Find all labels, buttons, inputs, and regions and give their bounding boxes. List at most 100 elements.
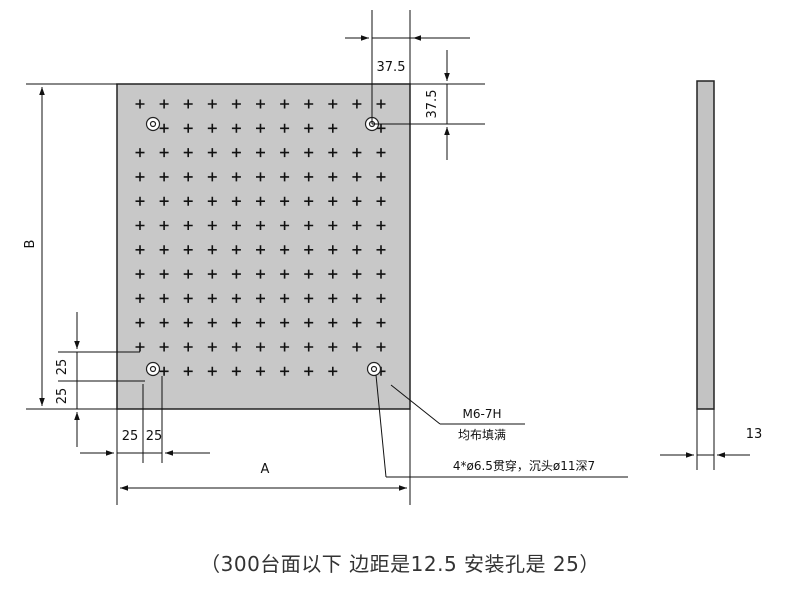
threaded-hole-mark [159, 148, 169, 158]
mounting-hole-top-left [145, 116, 161, 132]
threaded-hole-mark [304, 318, 314, 328]
dimension-top-x [345, 10, 470, 124]
threaded-hole-mark [304, 366, 314, 376]
threaded-hole-mark [280, 293, 290, 303]
threaded-hole-mark [207, 269, 217, 279]
threaded-hole-mark [183, 245, 193, 255]
threaded-hole-mark [280, 221, 290, 230]
threaded-hole-mark [328, 318, 338, 328]
threaded-hole-mark [304, 269, 314, 279]
threaded-hole-mark [207, 221, 217, 230]
mounting-hole-leader [375, 374, 628, 478]
threaded-hole-mark [207, 245, 217, 255]
threaded-hole-mark [183, 366, 193, 376]
threaded-hole-mark [376, 196, 386, 206]
threaded-hole-mark [328, 196, 338, 206]
thickness-label: 13 [746, 427, 763, 442]
width-label: A [261, 462, 270, 477]
threaded-hole-mark [352, 318, 362, 328]
threaded-hole-mark [376, 148, 386, 158]
threaded-hole-mark [231, 196, 241, 206]
threaded-hole-mark [135, 318, 145, 328]
threaded-hole-mark [256, 366, 265, 376]
threaded-hole-mark [256, 342, 265, 352]
threaded-hole-mark [376, 221, 386, 230]
threaded-hole-mark [159, 318, 169, 328]
threaded-hole-mark [135, 148, 145, 158]
threaded-hole-mark [280, 318, 290, 328]
threaded-hole-mark [352, 293, 362, 303]
threaded-hole-mark [183, 293, 193, 303]
threaded-hole-mark [231, 221, 241, 230]
threaded-hole-mark [256, 318, 265, 328]
threaded-hole-mark [352, 269, 362, 279]
threaded-hole-mark [256, 269, 265, 279]
threaded-hole-mark [280, 245, 290, 255]
threaded-hole-mark [135, 99, 145, 109]
threaded-hole-mark [159, 342, 169, 352]
threaded-hole-mark [376, 318, 386, 328]
threaded-hole-mark [159, 293, 169, 303]
threaded-hole-mark [280, 148, 290, 158]
threaded-hole-mark [376, 245, 386, 255]
threaded-hole-mark [159, 196, 169, 206]
threaded-hole-mark [352, 172, 362, 182]
mounting-hole-bottom-right [366, 361, 382, 377]
threaded-hole-mark [304, 221, 314, 230]
threaded-hole-mark [231, 172, 241, 182]
threaded-hole-mark [376, 342, 386, 352]
thread-fill-label: 均布填满 [458, 428, 506, 442]
threaded-hole-mark [135, 196, 145, 206]
threaded-hole-mark [280, 269, 290, 279]
threaded-hole-mark [256, 245, 265, 255]
threaded-hole-mark [231, 293, 241, 303]
threaded-hole-mark [135, 293, 145, 303]
threaded-hole-mark [328, 366, 338, 376]
threaded-hole-mark [304, 245, 314, 255]
threaded-hole-mark [183, 196, 193, 206]
threaded-hole-mark [183, 148, 193, 158]
threaded-hole-mark [159, 245, 169, 255]
threaded-hole-mark [207, 318, 217, 328]
bottom-y-outer-label: 25 [55, 388, 70, 405]
threaded-hole-mark [304, 123, 314, 133]
threaded-hole-mark [304, 293, 314, 303]
mounting-hole-spec-label: 4*ø6.5贯穿，沉头ø11深7 [453, 458, 595, 473]
bottom-y-inner-label: 25 [55, 359, 70, 376]
threaded-hole-mark [328, 148, 338, 158]
threaded-hole-mark [207, 123, 217, 133]
threaded-hole-mark [231, 366, 241, 376]
threaded-hole-mark [280, 99, 290, 109]
threaded-hole-mark [135, 245, 145, 255]
threaded-hole-mark [280, 123, 290, 133]
dimension-height-b [26, 83, 117, 410]
threaded-hole-mark [352, 245, 362, 255]
threaded-hole-mark [231, 318, 241, 328]
threaded-hole-mark [256, 172, 265, 182]
plate-front-view [116, 83, 411, 410]
threaded-hole-mark [207, 293, 217, 303]
threaded-hole-mark [256, 293, 265, 303]
dimension-bottom-y [58, 312, 145, 447]
dimension-top-y [372, 50, 485, 160]
thread-spec-label: M6-7H [463, 407, 502, 421]
threaded-hole-mark [183, 172, 193, 182]
threaded-hole-mark [328, 342, 338, 352]
threaded-hole-mark [328, 245, 338, 255]
threaded-hole-mark [207, 342, 217, 352]
threaded-hole-mark [183, 221, 193, 230]
caption-note: （300台面以下 边距是12.5 安装孔是 25） [200, 552, 600, 576]
threaded-hole-mark [183, 99, 193, 109]
threaded-hole-mark [207, 172, 217, 182]
height-label: B [23, 240, 38, 249]
threaded-hole-mark [256, 196, 265, 206]
threaded-hole-mark [135, 342, 145, 352]
threaded-hole-mark [183, 269, 193, 279]
threaded-hole-mark [256, 123, 265, 133]
threaded-hole-mark [328, 269, 338, 279]
threaded-hole-mark [183, 123, 193, 133]
threaded-hole-mark [159, 269, 169, 279]
threaded-hole-mark [231, 342, 241, 352]
dimension-bottom-x [80, 376, 210, 505]
